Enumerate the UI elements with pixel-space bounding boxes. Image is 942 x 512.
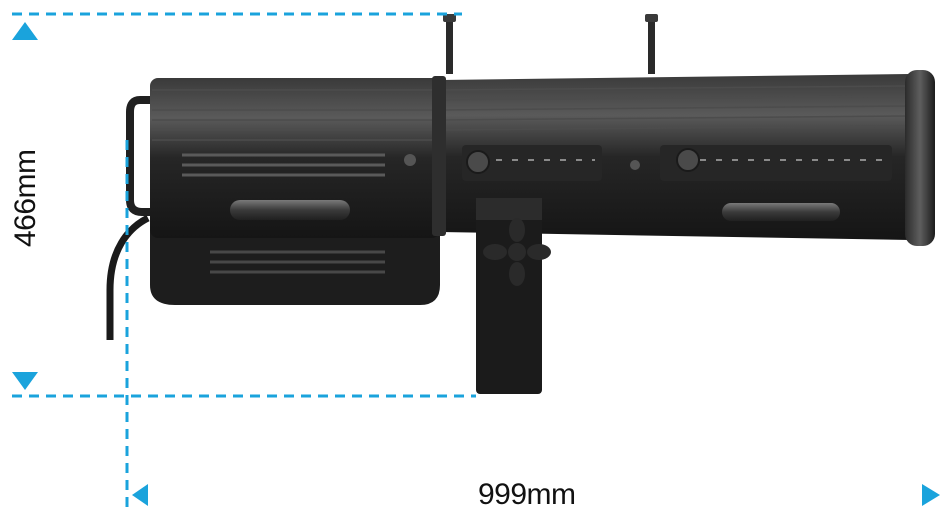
height-arrow-up-icon xyxy=(12,22,38,40)
rear-body-vents xyxy=(182,153,385,177)
yoke-plate xyxy=(476,198,542,220)
lamp-housing xyxy=(150,230,440,305)
hanging-hook-right xyxy=(645,14,658,74)
dimension-arrows xyxy=(12,22,940,506)
width-arrow-right-icon xyxy=(922,484,940,506)
height-arrow-down-icon xyxy=(12,372,38,390)
barrel-clamp-ring xyxy=(432,76,446,236)
center-screw-icon xyxy=(630,160,640,170)
zoom-track-2 xyxy=(660,145,892,181)
lamp-housing-vents xyxy=(210,250,385,274)
hanging-hook-left xyxy=(443,14,456,74)
rear-body-ribs xyxy=(152,89,438,141)
dimension-lines xyxy=(12,12,476,508)
height-dimension-label: 466mm xyxy=(9,149,42,247)
yoke-arm xyxy=(476,198,542,394)
spotlight-illustration xyxy=(106,14,935,394)
tilt-lock-knob-icon xyxy=(483,218,551,286)
rear-body-handle-bar xyxy=(230,200,350,220)
zoom-track-1 xyxy=(462,145,602,181)
lens-ring xyxy=(905,70,935,246)
rear-screw-icon xyxy=(404,154,416,166)
width-arrow-left-icon xyxy=(132,484,148,506)
front-barrel-ribs xyxy=(441,85,909,131)
width-dimension-label: 999mm xyxy=(478,478,576,511)
power-cable xyxy=(106,214,150,340)
zoom-knob-icon xyxy=(466,150,490,174)
rear-handle xyxy=(126,96,158,216)
front-barrel-handle-bar xyxy=(722,203,840,221)
rear-body xyxy=(150,78,440,238)
focus-knob-icon xyxy=(676,148,700,172)
